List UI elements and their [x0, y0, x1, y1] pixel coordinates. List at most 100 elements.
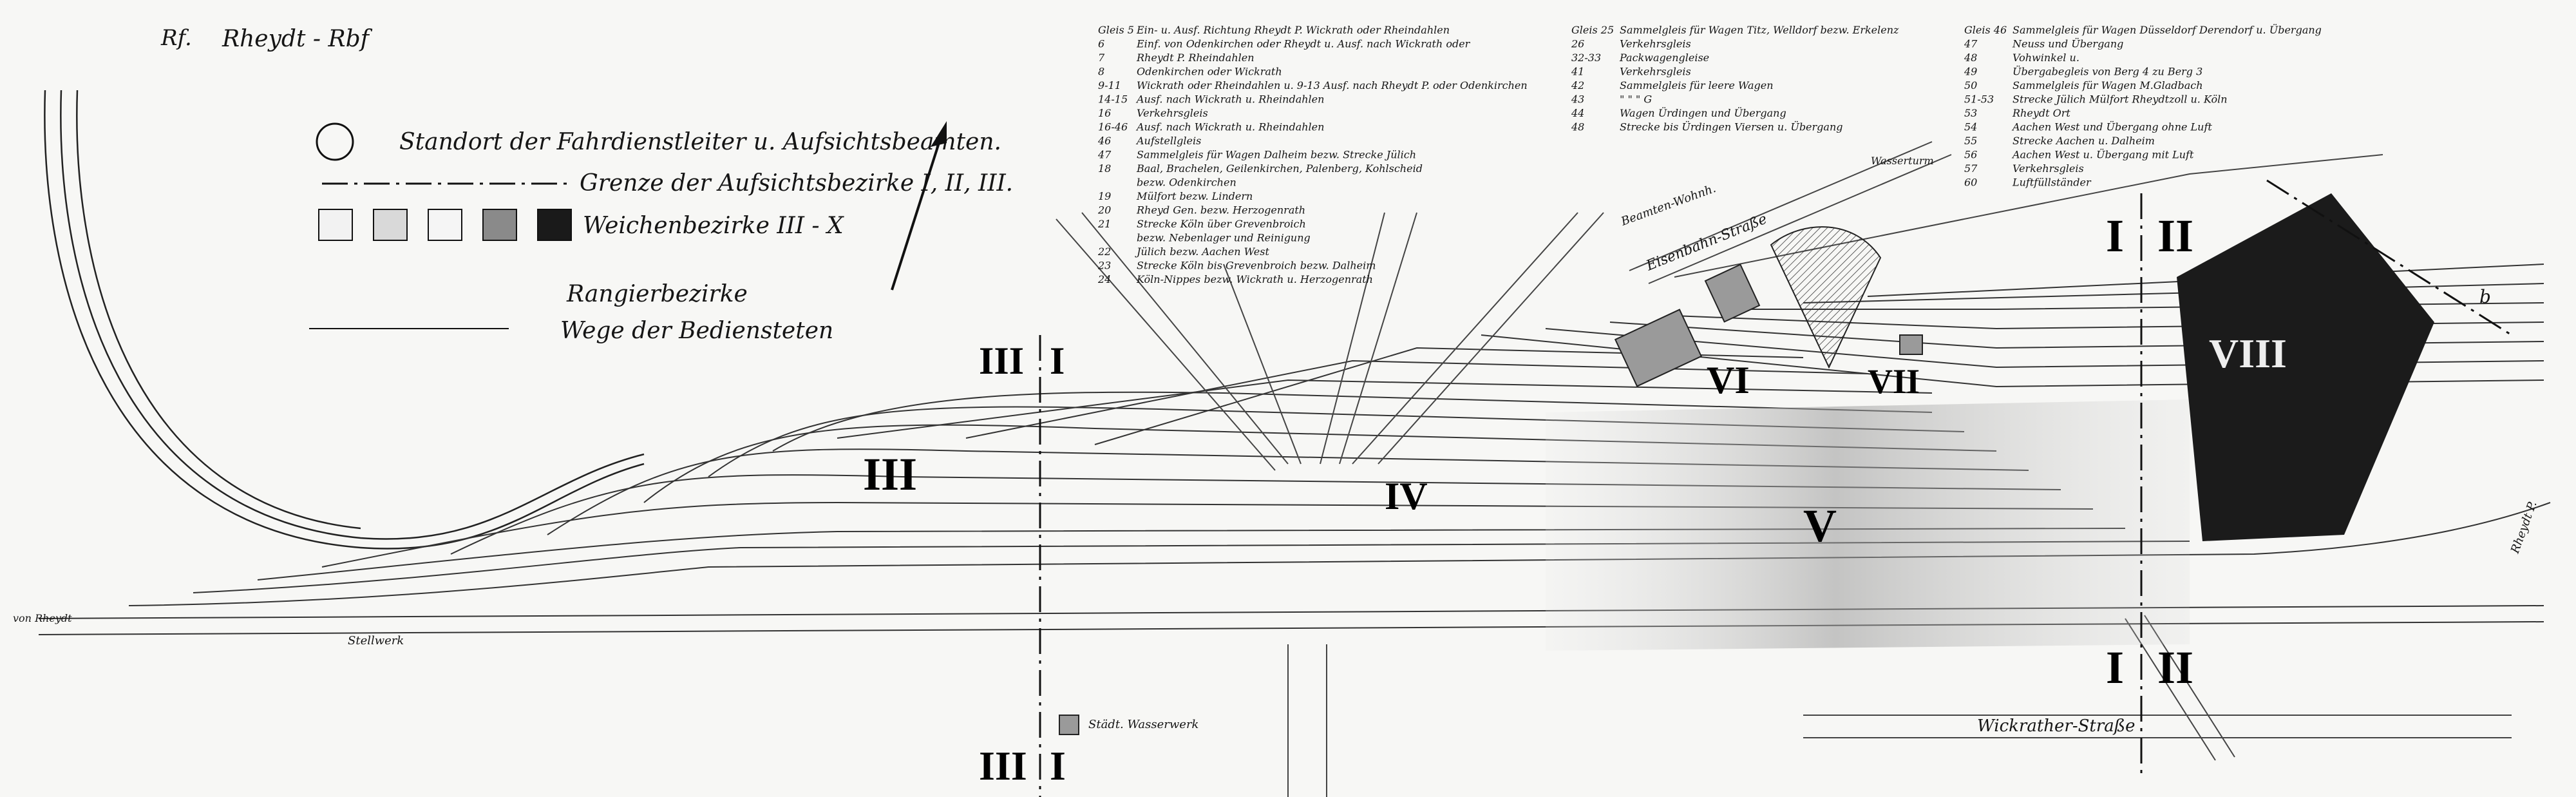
track-list-row-number: 56 — [1964, 149, 1977, 161]
district-labels: III III I IV V VI VII VIII I II I II III… — [863, 210, 2287, 789]
district-iii-label: III — [863, 448, 917, 500]
track-list-row-number: 20 — [1097, 204, 1111, 216]
track-list-row-text: bezw. Nebenlager und Reinigung — [1137, 232, 1311, 244]
track-list-row-text: Aufstellgleis — [1135, 135, 1201, 147]
track-list-row-text: Baal, Brachelen, Geilenkirchen, Palenber… — [1136, 162, 1423, 175]
left-loop-tracks — [44, 90, 645, 550]
track-list-row-text: Aachen West und Übergang ohne Luft — [2011, 120, 2212, 133]
track-list-row-number: 54 — [1964, 121, 1977, 133]
track-list-row-number: 6 — [1098, 38, 1104, 50]
track-list-row-text: Jülich bezw. Aachen West — [1135, 245, 1269, 258]
track-list-row-number: 21 — [1097, 218, 1111, 230]
legend-shade-boxes — [318, 209, 572, 241]
track-list-2: Gleis 25 Sammelgleis für Wagen Titz, Well… — [1571, 24, 1899, 133]
track-list-row-number: Gleis 5 — [1098, 24, 1134, 36]
track-list-row-text: Ein- u. Ausf. Richtung Rheydt P. Wickrat… — [1136, 24, 1450, 36]
beamten-wohnh-label: Beamten-Wohnh. — [1619, 182, 1718, 229]
track-list-row-text: Sammelgleis für Wagen Titz, Welldorf bez… — [1620, 24, 1899, 36]
track-list-row-text: Verkehrsgleis — [2012, 162, 2084, 175]
track-list-row-text: " " " G — [1620, 93, 1652, 106]
track-list-row-number: 41 — [1571, 66, 1584, 78]
district-i-top-label: I — [1050, 340, 1065, 382]
track-list-row-number: 18 — [1098, 162, 1111, 175]
weichenbezirk-v-shade — [1546, 399, 2190, 651]
track-list-row-number: 55 — [1964, 135, 1977, 147]
track-list-row-text: Sammelgleis für leere Wagen — [1620, 79, 1774, 91]
track-list-row-number: 47 — [1964, 38, 1978, 50]
track-list-row-text: Mülfort bezw. Lindern — [1136, 190, 1253, 202]
header-title: Rheydt - Rbf — [222, 26, 373, 52]
weichenbezirk-viii-shade — [2177, 193, 2434, 541]
track-list-row-number: 7 — [1098, 52, 1105, 64]
track-list-row-text: Luftfüllständer — [2012, 177, 2092, 189]
district-ii-lower-right-label: II — [2157, 642, 2193, 693]
track-list-row-text: Sammelgleis für Wagen Dalheim bezw. Stre… — [1137, 149, 1416, 161]
track-list-row-text: Köln-Nippes bezw. Wickrath u. Herzogenra… — [1136, 273, 1373, 285]
track-list-row-text: Strecke Aachen u. Dalheim — [2012, 135, 2155, 147]
track-list-row-number: 53 — [1964, 107, 1977, 119]
track-list-row-number: 14-15 — [1098, 93, 1128, 106]
legend-label-1: Grenze der Aufsichtsbezirke I, II, III. — [580, 170, 1013, 197]
track-list-row-number: 22 — [1097, 245, 1111, 258]
track-list-row-text: Rheydt Ort — [2012, 107, 2070, 119]
track-list-row-number: 48 — [1571, 121, 1584, 133]
track-list-row-number: 23 — [1097, 260, 1111, 272]
district-ii-upper-right-label: II — [2157, 210, 2193, 262]
track-list-row-number: 48 — [1964, 52, 1977, 64]
buildings — [1059, 264, 1923, 735]
track-list-row-number: 51-53 — [1964, 93, 1994, 106]
track-list-row-text: bezw. Odenkirchen — [1137, 177, 1236, 189]
boundary-lines — [1039, 179, 2512, 797]
legend: Standort der Fahrdienstleiter u. Aufsich… — [309, 121, 1013, 344]
track-list-row-text: Verkehrsgleis — [1137, 107, 1208, 119]
legend-label-0: Standort der Fahrdienstleiter u. Aufsich… — [399, 129, 1001, 155]
track-list-row-number: 19 — [1098, 190, 1111, 202]
legend-label-2: Weichenbezirke III - X — [583, 213, 844, 239]
staedt-wasserwerk-label: Städt. Wasserwerk — [1088, 718, 1198, 731]
wickrather-strasse-label: Wickrather-Straße — [1977, 716, 2136, 736]
district-viii-label: VIII — [2209, 331, 2287, 376]
track-list-row-text: Wagen Ürdingen und Übergang — [1620, 106, 1786, 119]
track-list-row-number: 16 — [1098, 107, 1111, 119]
eisenbahn-strasse-label: Eisenbahn-Straße — [1643, 211, 1770, 274]
track-list-row-number: 24 — [1097, 273, 1111, 285]
track-list-row-text: Vohwinkel u. — [2012, 52, 2079, 64]
track-list-row-number: Gleis 25 — [1571, 24, 1614, 36]
track-list-row-text: Übergabegleis von Berg 4 zu Berg 3 — [2012, 65, 2202, 78]
track-list-row-text: Sammelgleis für Wagen M.Gladbach — [2012, 79, 2203, 91]
track-list-row-number: 44 — [1571, 107, 1584, 119]
track-list-row-text: Neuss und Übergang — [2012, 37, 2123, 50]
track-list-row-number: 32-33 — [1571, 52, 1601, 64]
north-arrow-icon — [891, 128, 945, 291]
district-i-upper-right-label: I — [2106, 210, 2124, 262]
district-v-label: V — [1803, 500, 1837, 552]
district-vi-label: VI — [1707, 359, 1750, 401]
district-iii-bottom-label: III — [979, 743, 1027, 789]
header-code: Rf. — [160, 25, 192, 51]
track-list-row-text: Strecke bis Ürdingen Viersen u. Übergang — [1620, 120, 1843, 133]
track-list-row-number: 49 — [1964, 66, 1977, 78]
track-list-row-number: 9-11 — [1098, 79, 1121, 91]
track-list-row-text: Rheyd Gen. bezw. Herzogenrath — [1136, 204, 1305, 216]
track-list-row-number: 60 — [1964, 177, 1977, 189]
district-iii-top-label: III — [979, 340, 1024, 382]
track-list-row-text: Verkehrsgleis — [1620, 38, 1691, 50]
track-list-row-number: 43 — [1571, 93, 1584, 106]
district-i-lower-right-label: I — [2106, 642, 2124, 693]
track-list-row-number: 42 — [1571, 79, 1584, 91]
legend-circle-symbol — [316, 122, 354, 161]
track-list-row-text: Packwagengleise — [1619, 52, 1709, 64]
streets — [1056, 141, 2512, 797]
roundhouse — [1770, 226, 1882, 369]
district-iv-label: IV — [1385, 475, 1428, 517]
track-list-row-number: 47 — [1097, 149, 1112, 161]
track-list-row-text: Einf. von Odenkirchen oder Rheydt u. Aus… — [1136, 38, 1471, 50]
track-list-row-text: Odenkirchen oder Wickrath — [1137, 66, 1282, 78]
track-list-row-text: Strecke Köln über Grevenbroich — [1137, 218, 1306, 230]
wasserturm-label: Wasserturm — [1871, 155, 1934, 167]
track-list-row-text: Strecke Köln bis Grevenbroich bezw. Dalh… — [1137, 260, 1376, 272]
district-vii-label: VII — [1868, 362, 1920, 401]
